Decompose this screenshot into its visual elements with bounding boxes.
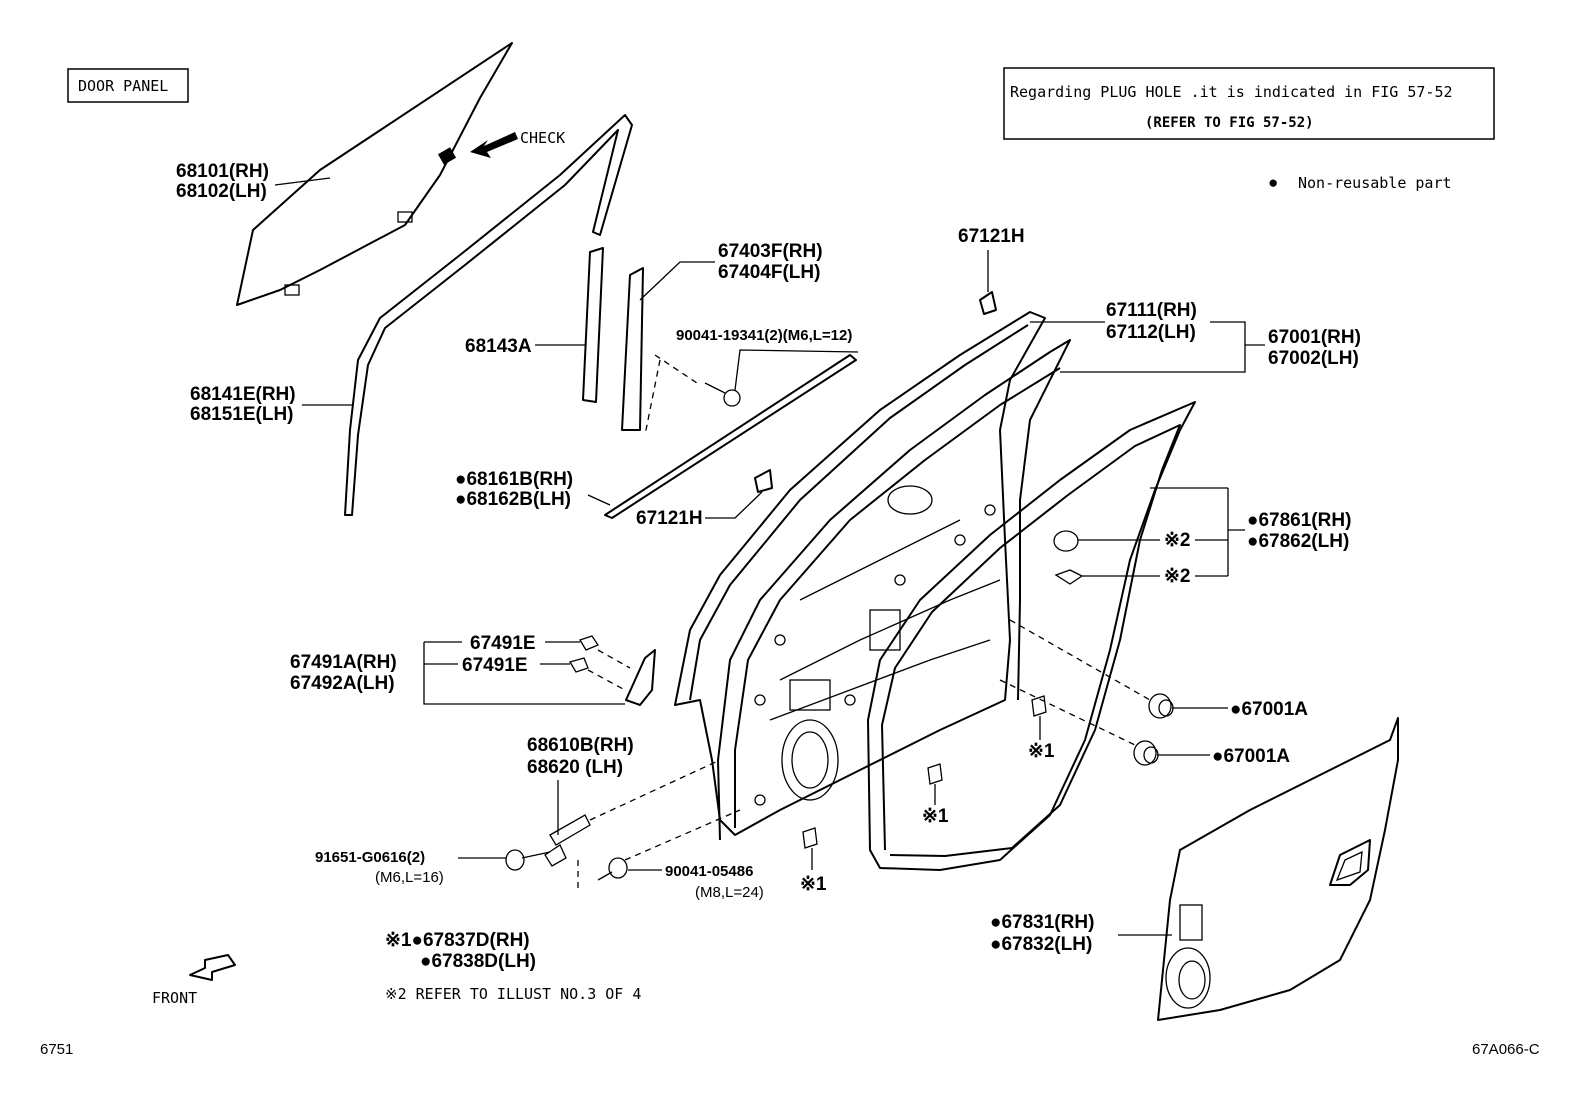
leader-67403f (639, 261, 715, 301)
label-67862: ●67862(LH) (1247, 531, 1349, 552)
ref1-b: ※1 (922, 806, 949, 827)
label-67001a-2: ●67001A (1212, 746, 1290, 767)
plug-67001a-2 (1133, 740, 1159, 766)
label-90041-05486: 90041-05486 (665, 863, 753, 880)
label-67404f: 67404F(LH) (718, 262, 820, 283)
ref1-a: ※1 (1028, 741, 1055, 762)
legend-text: Non-reusable part (1298, 174, 1452, 192)
clip-ref1-b (927, 763, 943, 785)
hinge-68610b (544, 814, 591, 867)
label-67492a: 67492A(LH) (290, 673, 395, 694)
title-box (67, 68, 189, 103)
legend-dot: ● (1268, 173, 1278, 192)
check-arrow-icon (470, 132, 518, 158)
label-67111: 67111(RH) (1106, 300, 1197, 321)
leader-67861-bracket (1150, 487, 1245, 577)
label-67491a: 67491A(RH) (290, 652, 397, 673)
label-67491e-1: 67491E (470, 633, 536, 654)
label-67001a-1: ●67001A (1230, 699, 1308, 720)
clip-67491e-1 (579, 635, 599, 651)
leader-68161b (587, 494, 611, 506)
label-67121h-mid: 67121H (636, 508, 703, 529)
label-67121h-top: 67121H (958, 226, 1025, 247)
note-line-2: (REFER TO FIG 57-52) (1145, 115, 1314, 131)
note-line-1: Regarding PLUG HOLE .it is indicated in … (1010, 83, 1453, 101)
label-67832: ●67832(LH) (990, 934, 1092, 955)
dashline-67491e-1 (597, 649, 631, 669)
label-90041-19341: 90041-19341(2)(M6,L=12) (676, 327, 852, 344)
label-67831: ●67831(RH) (990, 912, 1094, 933)
part-68161b (604, 354, 857, 519)
door-weatherstrip-part (867, 401, 1196, 871)
label-67002: 67002(LH) (1268, 348, 1359, 369)
clip-ref1-c (802, 827, 818, 849)
leader-67491a-bracket (423, 641, 625, 705)
part-67491a (625, 649, 656, 706)
label-68102: 68102(LH) (176, 181, 267, 202)
label-68620: 68620 (LH) (527, 757, 623, 778)
label-68143a: 68143A (465, 336, 532, 357)
run-channel-part (344, 114, 633, 516)
label-91651-spec: (M6,L=16) (375, 869, 444, 886)
label-68151e: 68151E(LH) (190, 404, 294, 425)
part-68143a (582, 247, 604, 403)
clip-ref1-a (1031, 695, 1047, 717)
dashline-bolt-1b (644, 359, 661, 436)
label-68101: 68101(RH) (176, 161, 269, 182)
label-67403f: 67403F(RH) (718, 241, 823, 262)
clip-67121h-top (979, 291, 997, 315)
label-67491e-2: 67491E (462, 655, 528, 676)
bolt-91651 (505, 849, 551, 871)
label-90041-05486-spec: (M8,L=24) (695, 884, 764, 901)
leader-67121h-mid (705, 491, 763, 519)
dashline-67001a-1 (1009, 619, 1151, 701)
clip-67861 (1053, 530, 1079, 552)
label-68161b: ●68161B(RH) (455, 469, 573, 490)
label-67112: 67112(LH) (1106, 322, 1196, 343)
front-arrow-icon (189, 954, 236, 981)
label-67001: 67001(RH) (1268, 327, 1361, 348)
dashline-hinge-3 (624, 809, 741, 861)
door-shell-part (674, 311, 1071, 841)
title-text: DOOR PANEL (78, 77, 168, 95)
label-68141e: 68141E(RH) (190, 384, 296, 405)
bolt-90041-05486 (597, 857, 628, 881)
clip-67862 (1054, 569, 1084, 585)
figure-code: 67A066-C (1472, 1041, 1540, 1058)
plug-67001a-1 (1148, 693, 1174, 719)
trim-board-part (1157, 717, 1399, 1021)
dashline-67491e-2 (587, 669, 626, 691)
label-91651: 91651-G0616(2) (315, 849, 425, 866)
leader-90041-19341 (734, 349, 859, 391)
clip-67121h-mid (754, 469, 773, 493)
note-1b: ●67838D(LH) (420, 951, 536, 972)
bolt-90041-19341 (704, 382, 741, 407)
part-67403f (621, 267, 644, 431)
dashline-67001a-2 (999, 679, 1136, 746)
ref1-c: ※1 (800, 874, 827, 895)
note-box (1003, 67, 1495, 140)
front-label: FRONT (152, 989, 197, 1007)
clip-67491e-2 (569, 657, 589, 673)
leader-68101 (274, 177, 331, 186)
note-1: ※1●67837D(RH) (385, 930, 530, 951)
note-2: ※2 REFER TO ILLUST NO.3 OF 4 (385, 985, 641, 1003)
dashline-bolt-1 (654, 354, 701, 386)
ref2-a: ※2 (1164, 530, 1191, 551)
dashline-hinge-1 (589, 759, 721, 821)
leader-67001 (1060, 321, 1246, 373)
ref2-b: ※2 (1164, 566, 1191, 587)
label-67861: ●67861(RH) (1247, 510, 1351, 531)
check-label: CHECK (520, 129, 565, 147)
page-code: 6751 (40, 1041, 73, 1058)
label-68162b: ●68162B(LH) (455, 489, 571, 510)
door-glass-part (236, 42, 513, 306)
label-68610b: 68610B(RH) (527, 735, 634, 756)
